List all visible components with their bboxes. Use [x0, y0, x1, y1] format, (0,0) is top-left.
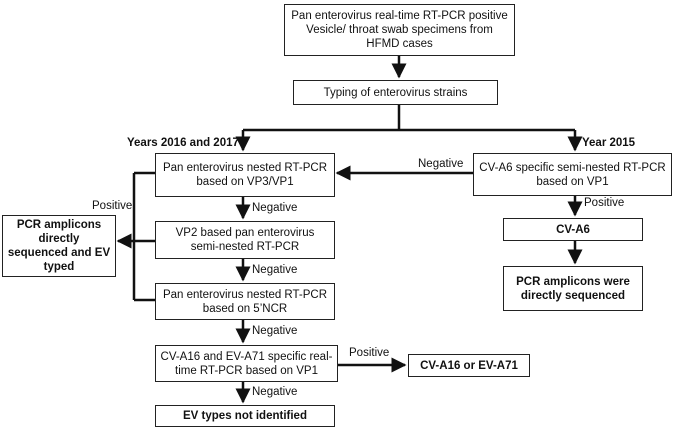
- box-sequenced-typed: PCR amplicons directly sequenced and EV …: [2, 215, 116, 277]
- label-positive-a16: Positive: [349, 347, 390, 359]
- box-a16-a71-pcr: CV-A16 and EV-A71 specific real-time RT-…: [155, 345, 338, 382]
- label-negative-4: Negative: [252, 386, 298, 398]
- label-negative-1: Negative: [252, 202, 298, 214]
- box-not-identified: EV types not identified: [155, 405, 335, 427]
- label-negative-3: Negative: [252, 325, 298, 337]
- label-negative-2: Negative: [252, 264, 298, 276]
- box-vp2: VP2 based pan enterovirus semi-nested RT…: [155, 221, 335, 259]
- box-cva6-pcr: CV-A6 specific semi-nested RT-PCR based …: [473, 153, 672, 196]
- label-positive-cva6: Positive: [584, 197, 625, 209]
- box-start: Pan enterovirus real-time RT-PCR positiv…: [284, 4, 515, 56]
- box-ncr: Pan enterovirus nested RT-PCR based on 5…: [155, 283, 335, 320]
- label-years-2016-2017: Years 2016 and 2017: [127, 137, 239, 149]
- label-positive-left: Positive: [92, 200, 133, 212]
- box-a16-or-a71: CV-A16 or EV-A71: [408, 354, 530, 377]
- label-negative-cva6: Negative: [418, 158, 464, 170]
- box-typing: Typing of enterovirus strains: [293, 80, 498, 105]
- box-pan-nested: Pan enterovirus nested RT-PCR based on V…: [155, 153, 335, 197]
- box-cva6-sequenced: PCR amplicons were directly sequenced: [503, 266, 643, 311]
- label-year-2015: Year 2015: [582, 137, 636, 149]
- box-cva6: CV-A6: [503, 218, 643, 241]
